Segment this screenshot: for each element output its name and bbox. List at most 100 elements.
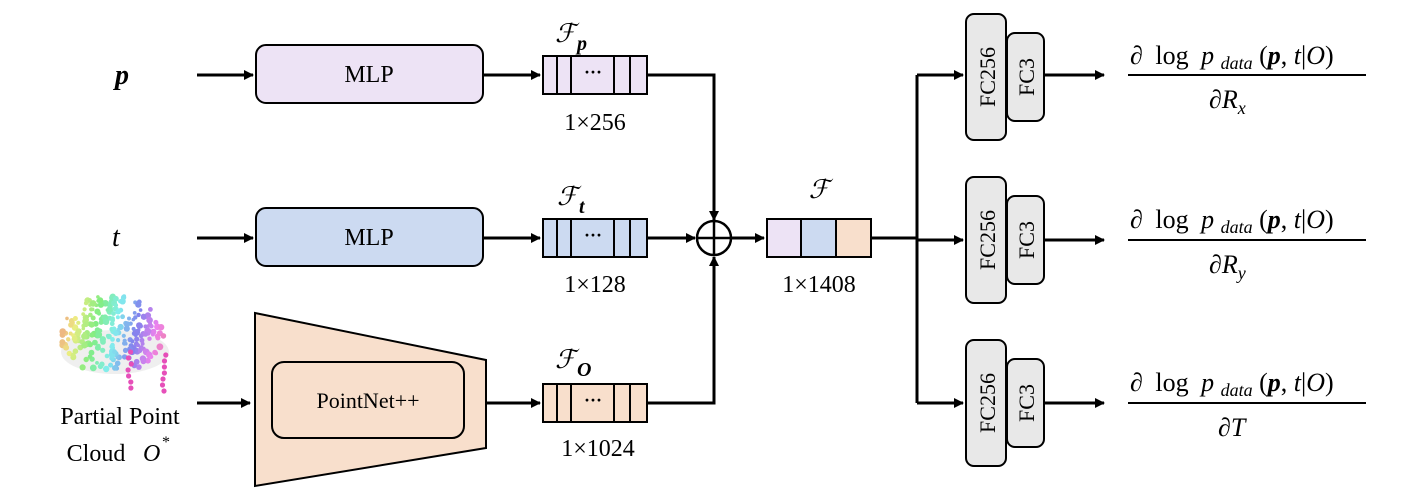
feature-fp-sub: p — [575, 33, 587, 55]
point-cloud-dot — [133, 332, 138, 337]
output-ry-numerator: ∂ log p data (p, t|O) — [1130, 205, 1334, 239]
fc3-box-rx — [1006, 32, 1045, 122]
point-cloud-dot — [133, 315, 138, 320]
point-cloud-dot — [59, 328, 66, 335]
point-cloud-dot — [65, 316, 69, 321]
point-cloud-dot — [96, 329, 101, 334]
point-cloud-dot — [63, 344, 70, 351]
point-cloud-dot — [156, 343, 164, 351]
output-ry-denominator: ∂Ry — [1209, 250, 1246, 283]
point-cloud-dot — [72, 348, 79, 355]
point-cloud-dot — [89, 332, 95, 338]
point-cloud-dot — [128, 385, 134, 391]
point-cloud-dot — [81, 326, 86, 331]
arrow-fp-to-concat — [647, 73, 719, 221]
point-cloud-dot — [136, 312, 141, 318]
point-cloud-dot — [142, 331, 149, 337]
output-rx-denominator: ∂Rx — [1209, 85, 1246, 118]
point-cloud-dot — [150, 332, 155, 337]
point-cloud-dot — [103, 365, 110, 373]
output-t-numerator: ∂ log p data (p, t|O) — [1130, 368, 1334, 402]
point-cloud-dot — [71, 335, 78, 342]
point-cloud-dot — [84, 321, 89, 326]
point-cloud-dot — [156, 335, 160, 340]
point-cloud-dot — [158, 325, 163, 330]
point-cloud-dot — [126, 373, 132, 379]
point-cloud-dot — [66, 350, 73, 357]
pointnet-box — [271, 361, 465, 439]
feature-ft-dots: ··· — [584, 225, 602, 245]
mlp-p-label: MLP — [344, 62, 393, 88]
mlp-t-label: MLP — [344, 225, 393, 251]
point-cloud-dot — [105, 308, 110, 312]
point-cloud-dot — [97, 301, 104, 308]
point-cloud-dot — [128, 379, 134, 385]
feature-fo-sub: O — [577, 359, 591, 381]
concat-icon — [695, 219, 733, 257]
point-cloud-dot — [115, 315, 120, 320]
point-cloud-dot — [125, 355, 131, 361]
fc3-label-ry: FC3 — [1014, 221, 1039, 259]
point-cloud-dot — [122, 338, 127, 343]
point-cloud-dot — [111, 311, 116, 316]
point-cloud-dot — [112, 306, 117, 312]
point-cloud-dot — [131, 326, 136, 331]
point-cloud-dot — [100, 347, 106, 353]
point-cloud-dot — [75, 328, 82, 335]
point-cloud-dot — [88, 321, 95, 328]
point-cloud-dot — [143, 324, 148, 329]
point-cloud-dot — [70, 352, 76, 358]
point-cloud-dot — [96, 343, 101, 349]
pointnet-label: PointNet++ — [316, 388, 419, 413]
point-cloud-dot — [102, 318, 110, 325]
point-cloud-dot — [111, 326, 117, 332]
point-cloud-dot — [105, 333, 110, 338]
point-cloud-dot — [108, 363, 113, 368]
point-cloud-dot — [128, 361, 134, 367]
point-cloud-dot — [109, 321, 115, 327]
point-cloud-dot — [112, 365, 118, 371]
point-cloud-dot — [82, 307, 87, 312]
cloud-label-line1: Partial Point — [60, 404, 180, 430]
point-cloud-dot — [160, 376, 166, 382]
fc256-label-ry: FC256 — [975, 210, 1000, 270]
point-cloud-dot — [66, 337, 71, 342]
point-cloud-dot — [87, 341, 94, 348]
point-cloud-dot — [95, 331, 103, 339]
feature-ft-dim: 1×128 — [564, 272, 626, 298]
point-cloud-dot — [76, 320, 81, 325]
feature-fp-dim: 1×256 — [564, 110, 626, 136]
point-cloud-image — [59, 293, 169, 394]
point-cloud-dot — [115, 355, 120, 360]
point-cloud-dot — [82, 331, 87, 336]
point-cloud-dot — [68, 331, 73, 336]
point-cloud-dot — [145, 357, 151, 364]
point-cloud-dot — [115, 308, 121, 315]
cloud-symbol: O — [143, 441, 160, 467]
point-cloud-dot — [140, 313, 147, 319]
point-cloud-dot — [163, 352, 169, 358]
point-cloud-dot — [89, 300, 97, 307]
point-cloud-dot — [89, 364, 97, 372]
point-cloud-dot — [136, 364, 142, 370]
point-cloud-dot — [109, 344, 115, 350]
point-cloud-dot — [148, 307, 153, 312]
point-cloud-dot — [122, 347, 129, 353]
point-cloud-dot — [146, 316, 153, 324]
point-cloud-dot — [138, 308, 143, 312]
point-cloud-dot — [123, 325, 130, 332]
point-cloud-dot — [119, 298, 126, 305]
point-cloud-dot — [161, 388, 167, 394]
point-cloud-dot — [139, 337, 145, 343]
point-cloud-dot — [59, 339, 66, 346]
point-cloud-dot — [161, 358, 168, 364]
point-cloud-dot — [140, 341, 145, 346]
point-cloud-dot — [68, 322, 74, 328]
point-cloud-dot — [88, 349, 95, 356]
point-cloud-dot — [81, 312, 86, 316]
output-rx-numerator: ∂ log p data (p, t|O) — [1130, 41, 1334, 75]
point-cloud-dot — [136, 343, 141, 348]
point-cloud-dot — [112, 349, 117, 355]
feature-fp-dots: ··· — [584, 62, 602, 82]
feature-ft-sub: t — [579, 196, 586, 218]
